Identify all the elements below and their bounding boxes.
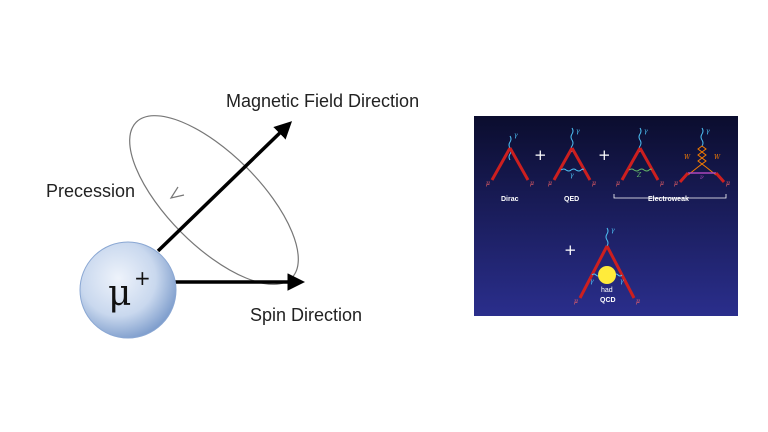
dirac-label: Dirac: [501, 196, 519, 203]
electroweak-w-diagram: [678, 127, 726, 183]
spin-direction-label: Spin Direction: [250, 305, 363, 325]
photon-symbol-dirac: γ: [514, 132, 518, 139]
photon-symbol-qcd-right: γ: [620, 278, 624, 285]
w-boson-symbol-left: W: [684, 154, 691, 161]
photon-symbol-w: γ: [706, 128, 710, 135]
feynman-diagram-panel: + + + Dirac QED Electroweak QCD had γ γ …: [474, 116, 738, 316]
electroweak-z-diagram: [620, 127, 660, 181]
muon-symbol-w-left: μ: [674, 180, 678, 187]
had-label: had: [601, 287, 613, 294]
dirac-diagram: [490, 135, 530, 181]
plus-sign-3: +: [564, 241, 577, 259]
muon-charge: +: [134, 266, 151, 290]
muon-sphere: [79, 241, 177, 339]
z-boson-symbol: Z: [637, 172, 642, 179]
photon-symbol-qed: γ: [576, 128, 580, 135]
w-boson-symbol-right: W: [714, 154, 721, 161]
muon-symbol-dirac-left: μ: [486, 180, 490, 187]
muon-symbol-qcd-left: μ: [574, 298, 578, 305]
hadronic-blob: [598, 266, 616, 284]
electroweak-bracket: [613, 194, 727, 199]
qcd-label: QCD: [600, 297, 616, 304]
electroweak-label: Electroweak: [648, 196, 689, 203]
qed-label: QED: [564, 196, 580, 203]
magnetic-field-label: Magnetic Field Direction: [226, 91, 420, 111]
magnetic-field-arrow: [156, 121, 293, 253]
muon-symbol-qed-right: μ: [592, 180, 596, 187]
muon-symbol-qcd-right: μ: [636, 298, 640, 305]
photon-symbol-qed-loop: γ: [570, 172, 574, 179]
muon-symbol-qed-left: μ: [548, 180, 552, 187]
neutrino-symbol: ν: [700, 174, 704, 181]
muon-symbol-w-right: μ: [726, 180, 730, 187]
muon-symbol-z-left: μ: [616, 180, 620, 187]
plus-sign-2: +: [598, 146, 611, 164]
muon-symbol: μ: [108, 273, 131, 314]
qed-diagram: [552, 127, 592, 181]
feynman-panel-graphics: [474, 116, 738, 316]
muon-symbol-z-right: μ: [660, 180, 664, 187]
precession-label: Precession: [46, 181, 136, 201]
muon-symbol-dirac-right: μ: [530, 180, 534, 187]
qcd-diagram: [578, 227, 636, 299]
photon-symbol-qcd-left: γ: [590, 278, 594, 285]
plus-sign-1: +: [534, 146, 547, 164]
photon-symbol-qcd: γ: [611, 227, 615, 234]
photon-symbol-z: γ: [644, 128, 648, 135]
precession-arrow-icon: [169, 186, 185, 199]
